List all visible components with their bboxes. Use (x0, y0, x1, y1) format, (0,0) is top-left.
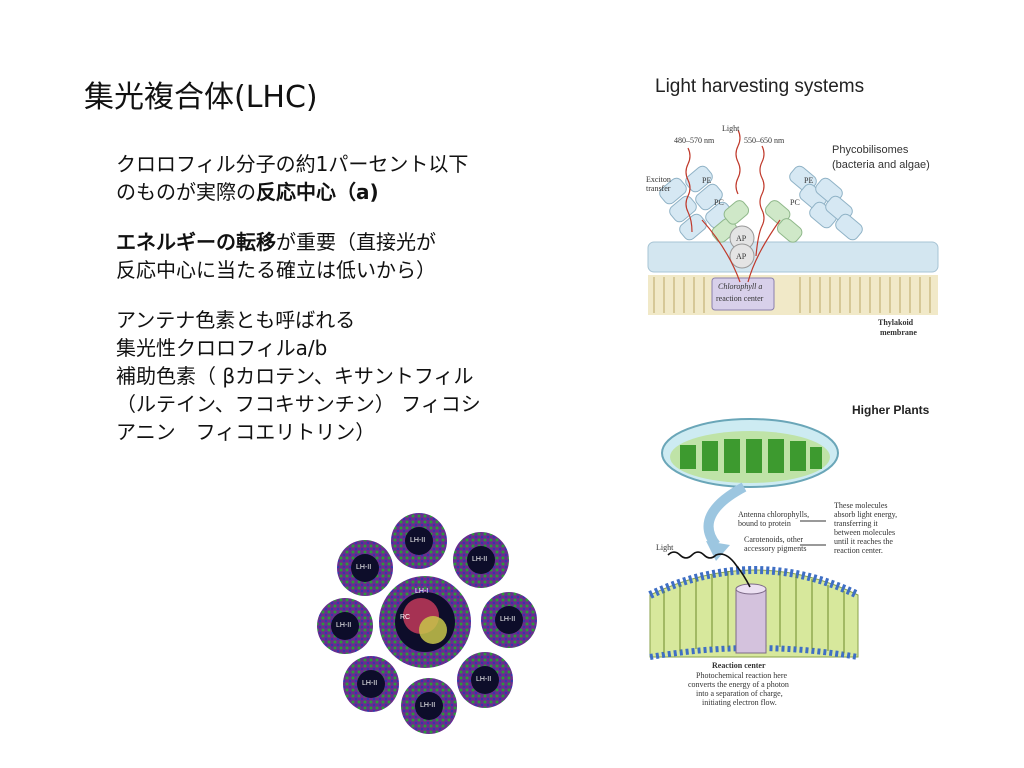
label-carotenoids-2: accessory pigments (744, 544, 807, 553)
label-wavelength-pc: 550–650 nm (744, 136, 785, 145)
antenna-chlorophylls (648, 566, 860, 599)
label-molecules-4: between molecules (834, 528, 896, 537)
zoom-arrow-head (706, 541, 730, 561)
body-text-span: （a) (336, 180, 379, 204)
label-lh2: LH-II (472, 556, 488, 563)
body-text-span: が重要（直接光が (276, 230, 436, 254)
label-pc-left: PC (714, 198, 724, 207)
body-line: （ルテイン、フコキサンチン） フィコシ (116, 392, 481, 416)
body-line: 反応中心に当たる確立は低いから） (116, 258, 436, 282)
label-molecules-5: until it reaches the (834, 537, 893, 546)
label-antenna-1: Antenna chlorophylls, (738, 510, 810, 519)
lh2-ring-core (415, 692, 443, 720)
body-line: クロロフィル分子の約1パーセント以下 (116, 152, 469, 176)
lh2-ring-core (471, 666, 499, 694)
label-molecules-1: These molecules (834, 501, 888, 510)
paragraph-reaction-center: クロロフィル分子の約1パーセント以下 のものが実際の反応中心（a) (116, 150, 536, 206)
label-phycobilisomes: Phycobilisomes (832, 144, 909, 156)
label-molecules-2: absorb light energy, (834, 510, 898, 519)
label-pe-right: PE (804, 176, 814, 185)
lh2-ring-core (357, 670, 385, 698)
body-line: エネルギーの転移が重要（直接光が (116, 228, 536, 256)
label-carotenoids-1: Carotenoids, other (744, 535, 804, 544)
lh2-ring-core (467, 546, 495, 574)
label-molecules-3: transferring it (834, 519, 878, 528)
light-path (667, 551, 751, 588)
label-membrane: membrane (880, 328, 917, 337)
allophycocyanin-core (729, 225, 755, 269)
membrane-lower-surface (649, 645, 859, 660)
slide-title: 集光複合体(LHC) (84, 80, 318, 115)
higher-plants-figure: Higher Plants Antenna chlo (640, 395, 970, 715)
label-rc: RC (400, 614, 411, 621)
label-pc-right: PC (790, 198, 800, 207)
label-ap-upper: AP (736, 234, 747, 243)
membrane-lipids (663, 571, 845, 653)
body-text-span: のものが実際の (116, 180, 256, 204)
label-light: Light (656, 543, 674, 552)
phycoerythrin-disks-left (659, 165, 733, 241)
body-line: 補助色素（ βカロテン、キサントフィル (116, 364, 474, 388)
body-line: 集光性クロロフィルa/b (116, 336, 328, 360)
paragraph-antenna-pigments: アンテナ色素とも呼ばれる 集光性クロロフィルa/b 補助色素（ βカロテン、キサ… (116, 306, 536, 446)
grana-stacks (680, 439, 822, 473)
label-pe-left: PE (702, 176, 712, 185)
reaction-center-protein (735, 588, 767, 654)
figure-heading: Higher Plants (852, 403, 930, 417)
phycoerythrin-disks-right (789, 165, 863, 241)
label-bacteria-algae: (bacteria and algae) (832, 159, 930, 171)
body-line: アニン フィコエリトリン） (116, 420, 376, 444)
phycobilisome-base (647, 241, 939, 273)
thylakoid-membrane (648, 275, 938, 315)
lh-ring-diagram (317, 513, 537, 734)
light-harvesting-complex-figure: LH-I RC LH-II LH-II LH-II LH-II LH-II LH… (315, 508, 545, 738)
label-reaction-center-title: Reaction center (712, 661, 766, 670)
slide-body: クロロフィル分子の約1パーセント以下 のものが実際の反応中心（a) エネルギーの… (116, 150, 536, 468)
label-transfer: transfer (646, 184, 671, 193)
chlorophyll-a-reaction-center (711, 277, 775, 311)
phycocyanin-disks-right (764, 200, 803, 243)
body-line: のものが実際の反応中心（a) (116, 178, 536, 206)
label-lh2: LH-II (476, 676, 492, 683)
label-wavelength-pe: 480–570 nm (674, 136, 715, 145)
label-lh2: LH-II (336, 622, 352, 629)
paragraph-energy-transfer: エネルギーの転移が重要（直接光が 反応中心に当たる確立は低いから） (116, 228, 536, 284)
label-lh2: LH-II (356, 564, 372, 571)
phycobilisome-figure: Light harvesting systems (640, 70, 960, 340)
label-lh1: LH-I (415, 588, 429, 595)
label-ap-lower: AP (736, 252, 747, 261)
label-lh2: LH-II (410, 537, 426, 544)
reaction-center-top (735, 583, 767, 595)
label-reaction-center: reaction center (716, 294, 764, 303)
bold-term-reaction-center: 反応中心 (256, 180, 336, 204)
label-light: Light (722, 124, 740, 133)
light-arrows (685, 129, 781, 283)
reaction-center-structure (419, 616, 447, 644)
label-molecules-6: reaction center. (834, 546, 883, 555)
lh2-rings (317, 513, 537, 734)
lh2-ring-core (495, 606, 523, 634)
label-thylakoid: Thylakoid (878, 318, 914, 327)
label-lh2: LH-II (500, 616, 516, 623)
label-chlorophyll-a: Chlorophyll a (718, 282, 763, 291)
membrane-lipids (653, 277, 931, 313)
figure-heading: Light harvesting systems (655, 76, 865, 97)
label-antenna-2: bound to protein (738, 519, 791, 528)
label-lh2: LH-II (420, 702, 436, 709)
label-reaction-center-1: Photochemical reaction here (696, 671, 788, 680)
zoom-arrow (703, 482, 747, 549)
higher-plants-diagram (648, 418, 860, 660)
lh2-ring-core (331, 612, 359, 640)
bold-term-energy-transfer: エネルギーの転移 (116, 230, 276, 254)
lh2-ring-core (351, 554, 379, 582)
lh2-ring-core (405, 527, 433, 555)
label-exciton: Exciton (646, 175, 671, 184)
label-lh2: LH-II (362, 680, 378, 687)
phycobilisome-diagram (647, 129, 939, 315)
label-reaction-center-3: into a separation of charge, (696, 689, 783, 698)
label-reaction-center-4: initiating electron flow. (702, 698, 777, 707)
body-line: アンテナ色素とも呼ばれる (116, 308, 356, 332)
label-reaction-center-2: converts the energy of a photon (688, 680, 789, 689)
